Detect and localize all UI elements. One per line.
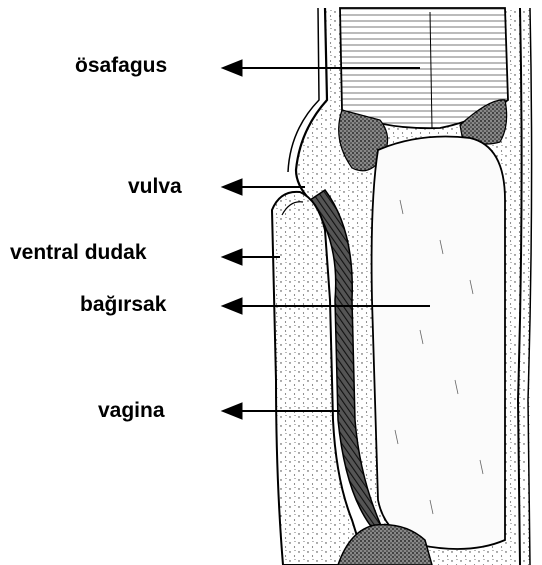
- esophagus-arrowhead: [222, 60, 242, 76]
- intestine: [372, 137, 505, 550]
- intestine-arrowhead: [222, 298, 242, 314]
- vulva-arrowhead: [222, 179, 242, 195]
- vagina-arrowhead: [222, 403, 242, 419]
- ventral-lip-label: ventral dudak: [10, 242, 147, 263]
- vulva-label: vulva: [128, 176, 182, 197]
- vagina-label: vagina: [98, 400, 165, 421]
- esophagus-label: ösafagus: [75, 55, 167, 76]
- intestine-label: bağırsak: [80, 294, 166, 315]
- ventral-lip-arrowhead: [222, 249, 242, 265]
